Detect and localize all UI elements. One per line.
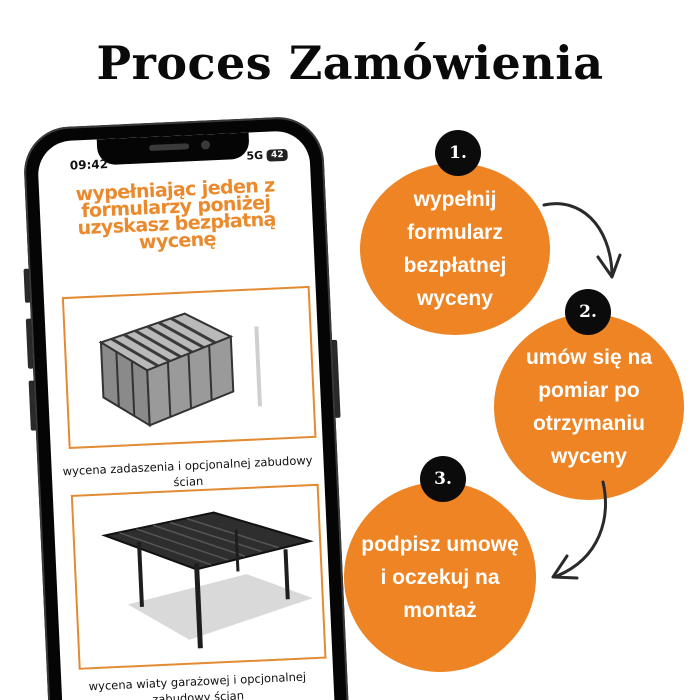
step-1-badge: 1. [435,130,481,176]
battery-icon: 42 [266,148,288,162]
step-2-circle: umów się na pomiar po otrzymaniu wyceny [494,314,684,500]
speaker-grille [149,143,190,152]
step-3-badge: 3. [420,456,466,502]
curved-arrow-icon [551,480,607,580]
step-1-circle: wypełnij formularz bezpłatnej wyceny [360,163,550,335]
front-camera [200,140,211,150]
step-2-badge: 2. [565,289,611,335]
status-time: 09:42 [69,156,109,173]
card-caption: wycena wiaty garażowej i opcjonalnej zab… [88,669,307,700]
quote-card-patio-roof[interactable] [61,285,317,450]
step-2-text: umów się na pomiar po otrzymaniu wyceny [525,346,653,468]
page-title: Proces Zamówienia [96,36,604,90]
phone-mockup: 09:42 5G 42 wypełniając jeden z formular… [22,115,351,700]
step-3-circle: podpisz umowę i oczekuj na montaż [344,482,536,672]
patio-enclosure-illustration [98,312,262,428]
carport-illustration [101,511,314,649]
curved-arrow-icon [542,202,622,279]
phone-notch [96,132,250,166]
phone-screen: 09:42 5G 42 wypełniając jeden z formular… [36,129,338,700]
status-indicators: 5G 42 [246,148,288,163]
step-3-text: podpisz umowę i oczekuj na montaż [361,532,519,622]
phone-body: 09:42 5G 42 wypełniając jeden z formular… [22,115,351,700]
step-1-text: wypełnij formularz bezpłatnej wyceny [403,188,507,310]
promo-heading: wypełniając jeden z formularzy poniżej u… [75,174,277,254]
quote-card-carport[interactable] [70,483,327,670]
network-indicator: 5G [246,148,264,163]
